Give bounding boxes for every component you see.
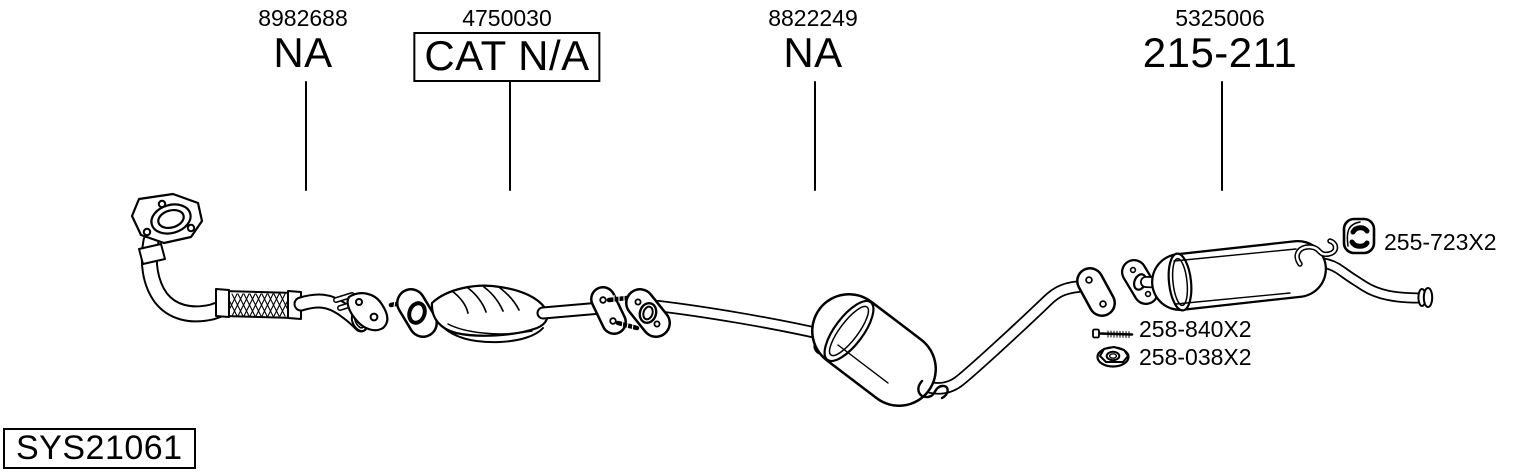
- availability-label: 215-211: [1142, 29, 1298, 76]
- callout-catalytic-converter: 4750030 CAT N/A: [413, 5, 601, 82]
- flex-braid-section: [215, 288, 302, 320]
- part-number: 5325006: [1175, 5, 1265, 31]
- rear-muffler: [1121, 238, 1434, 312]
- center-muffler: [811, 267, 1116, 407]
- system-code-box: SYS21061: [3, 428, 196, 469]
- hardware-label-bolt: 258-840X2: [1139, 316, 1252, 342]
- availability-label: NA: [783, 29, 843, 76]
- system-code: SYS21061: [16, 429, 183, 467]
- catalytic-converter: [388, 284, 640, 344]
- manifold-flange: [130, 192, 204, 245]
- callout-leader-lines: [305, 80, 1223, 191]
- availability-label: NA: [273, 29, 333, 76]
- callout-rear-muffler: 5325006 215-211: [1143, 5, 1298, 74]
- rubber-hanger-icon: [1342, 217, 1376, 255]
- intermediate-pipe: [625, 288, 845, 357]
- callout-front-pipe: 8982688 NA: [258, 5, 348, 74]
- bolt-icon: [1092, 328, 1134, 339]
- callout-center-muffler: 8822249 NA: [768, 5, 858, 74]
- part-number: 8822249: [768, 5, 858, 31]
- flange-nut-icon: [1096, 346, 1130, 368]
- part-number: 8982688: [258, 5, 348, 31]
- hardware-label-nut: 258-038X2: [1139, 344, 1252, 370]
- front-downpipe: [130, 192, 389, 333]
- hardware-label-rubber-hanger: 255-723X2: [1384, 229, 1497, 255]
- availability-label-boxed: CAT N/A: [413, 32, 601, 82]
- part-number: 4750030: [462, 5, 552, 31]
